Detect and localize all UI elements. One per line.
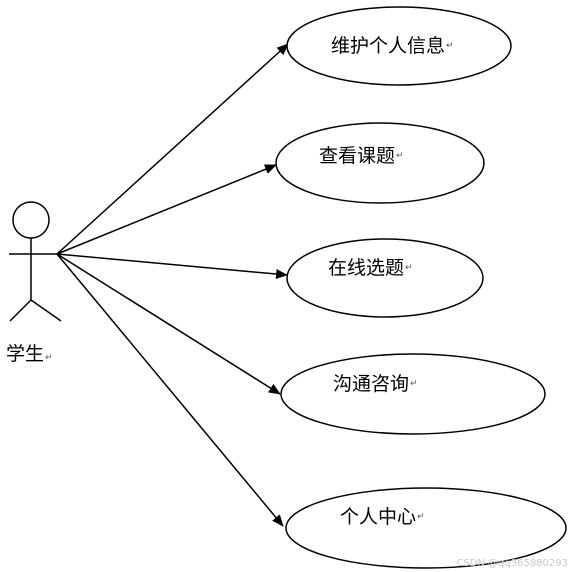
actor-left-leg bbox=[9, 299, 32, 322]
use-case-label: 查看课题↵ bbox=[319, 145, 404, 167]
association-arrow-personal-center bbox=[56, 253, 284, 527]
actor-head bbox=[12, 201, 50, 239]
use-case-label: 在线选题↵ bbox=[328, 257, 413, 279]
use-case-view-topics[interactable]: 查看课题↵ bbox=[275, 122, 485, 204]
actor-right-leg bbox=[30, 299, 62, 322]
association-arrow-consultation bbox=[56, 253, 281, 395]
use-case-label: 维护个人信息↵ bbox=[331, 35, 454, 57]
association-arrow-view-topics bbox=[56, 164, 277, 255]
use-case-label: 沟通咨询↵ bbox=[333, 373, 418, 395]
use-case-personal-center[interactable]: 个人中心↵ bbox=[285, 487, 567, 569]
actor-label: 学生↵ bbox=[6, 343, 53, 365]
use-case-consultation[interactable]: 沟通咨询↵ bbox=[280, 353, 546, 435]
association-arrow-online-selection bbox=[56, 253, 288, 279]
use-case-online-selection[interactable]: 在线选题↵ bbox=[286, 238, 484, 318]
use-case-maintain-info[interactable]: 维护个人信息↵ bbox=[286, 6, 512, 86]
use-case-label: 个人中心↵ bbox=[340, 506, 425, 528]
association-arrow-maintain-info bbox=[56, 43, 289, 255]
watermark: CSDN @qq365880293 bbox=[456, 558, 568, 569]
actor-figure bbox=[9, 201, 62, 322]
